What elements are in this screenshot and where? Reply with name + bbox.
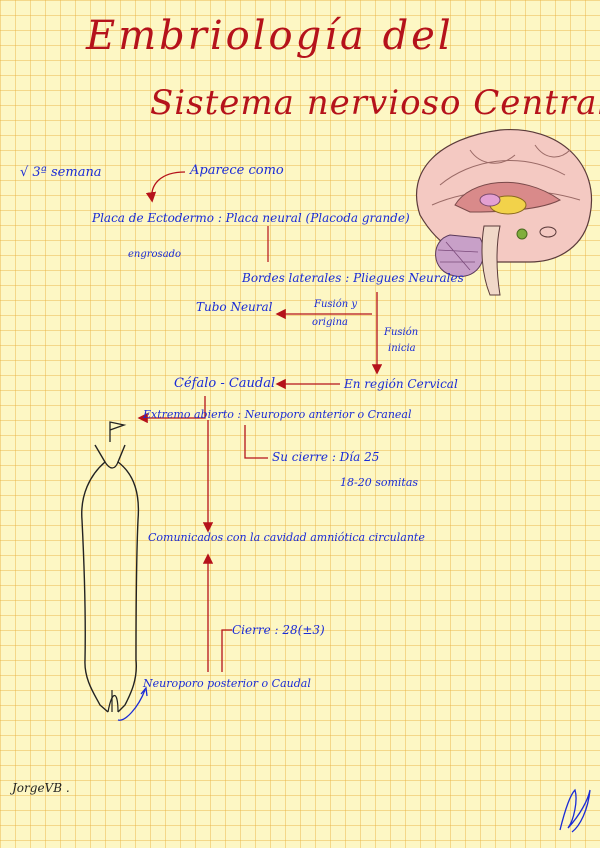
week-note: √ 3ª semana <box>20 165 102 180</box>
closure-day-note: Su cierre : Día 25 <box>272 450 380 464</box>
plate-note: Placa de Ectodermo : Placa neural (Placo… <box>92 211 410 225</box>
lateral-edges-note: Bordes laterales : Pliegues Neurales <box>242 271 464 285</box>
communicate-note: Comunicados con la cavidad amniótica cir… <box>148 531 425 544</box>
fusion-starts-2: inicia <box>388 343 416 354</box>
somites-note: 18-20 somitas <box>340 476 419 489</box>
fusion-starts-1: Fusión <box>384 327 419 338</box>
thickened-note: engrosado <box>128 249 182 260</box>
cranial-end-note: Extremo abierto : Neuroporo anterior o C… <box>143 408 412 421</box>
cervical-region-note: En región Cervical <box>344 377 458 391</box>
fusion-origin-2: origina <box>312 317 349 328</box>
cephalo-caudal-note: Céfalo - Caudal <box>174 376 276 391</box>
posterior-neuropore-note: Neuroporo posterior o Caudal <box>143 677 311 690</box>
closure-28-note: Cierre : 28(±3) <box>232 623 325 637</box>
neural-tube-note: Tubo Neural <box>196 300 273 314</box>
title-line-1: Embriología del <box>86 13 454 59</box>
author-name: JorgeVB . <box>12 781 70 795</box>
title-line-2: Sistema nervioso Central. <box>150 83 600 123</box>
fusion-origin-1: Fusión y <box>314 299 357 310</box>
appears-note: Aparece como <box>190 163 284 178</box>
